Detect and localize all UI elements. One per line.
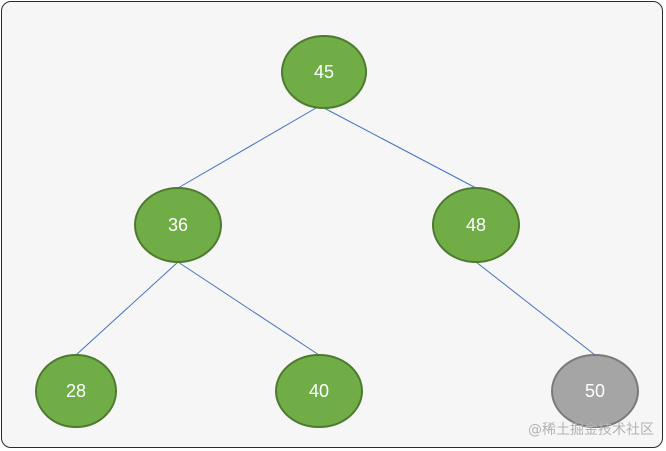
edge-36-40 xyxy=(177,261,320,356)
node-label: 28 xyxy=(66,381,86,401)
node-circle xyxy=(275,354,363,428)
node-label: 50 xyxy=(585,381,605,401)
watermark-text: @稀土掘金技术社区 xyxy=(528,422,654,438)
node-label: 48 xyxy=(466,215,486,235)
edge-45-48 xyxy=(323,107,477,189)
tree-node-36: 36 xyxy=(134,187,222,263)
tree-node-28: 28 xyxy=(35,354,117,428)
edge-48-50 xyxy=(475,261,596,356)
node-circle xyxy=(432,187,520,263)
tree-node-50: 50 xyxy=(551,354,639,428)
node-circle xyxy=(281,35,367,109)
tree-node-45: 45 xyxy=(281,35,367,109)
node-circle xyxy=(551,354,639,428)
node-circle xyxy=(134,187,222,263)
tree-node-40: 40 xyxy=(275,354,363,428)
node-circle xyxy=(35,354,117,428)
node-label: 40 xyxy=(309,381,329,401)
tree-node-48: 48 xyxy=(432,187,520,263)
node-label: 36 xyxy=(168,215,188,235)
edge-36-28 xyxy=(75,261,179,356)
edge-45-36 xyxy=(177,107,317,189)
node-label: 45 xyxy=(314,62,334,82)
tree-edges xyxy=(75,107,596,356)
